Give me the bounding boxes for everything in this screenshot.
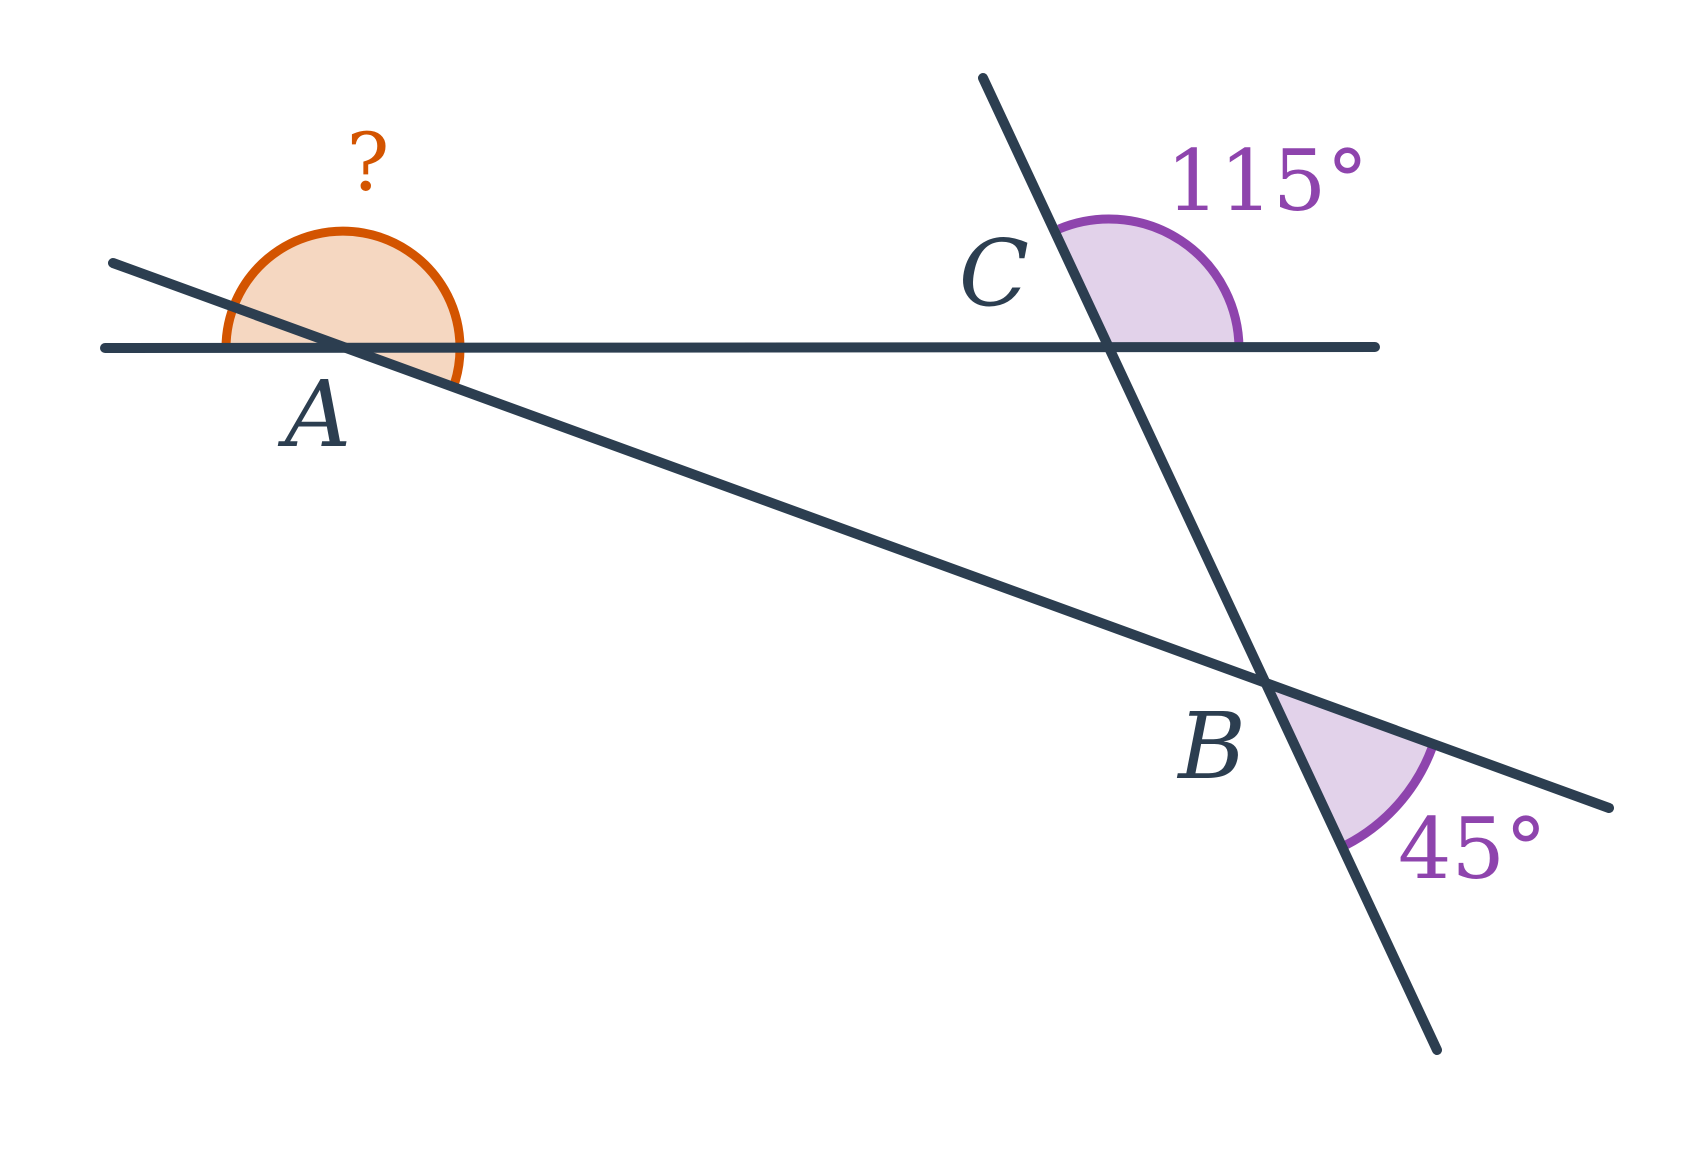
unknown-angle-label: ?: [347, 116, 390, 209]
angle-sector-b: [1265, 685, 1432, 845]
angle-arc-b: [1343, 746, 1437, 849]
angle-arc-c: [1057, 214, 1244, 349]
horizontal-line: [100, 342, 1380, 353]
angle-sector-c: [1059, 218, 1239, 348]
point-label-b: B: [1176, 693, 1246, 800]
angle-arc-a: [221, 226, 465, 390]
angle-label-b: 45°: [1398, 800, 1547, 898]
transversal-line-ab: [108, 258, 1614, 813]
point-label-c: C: [959, 220, 1029, 327]
transversal-line-cb: [978, 73, 1442, 1055]
point-label-a: A: [277, 361, 351, 468]
angle-label-c: 115°: [1166, 132, 1368, 230]
